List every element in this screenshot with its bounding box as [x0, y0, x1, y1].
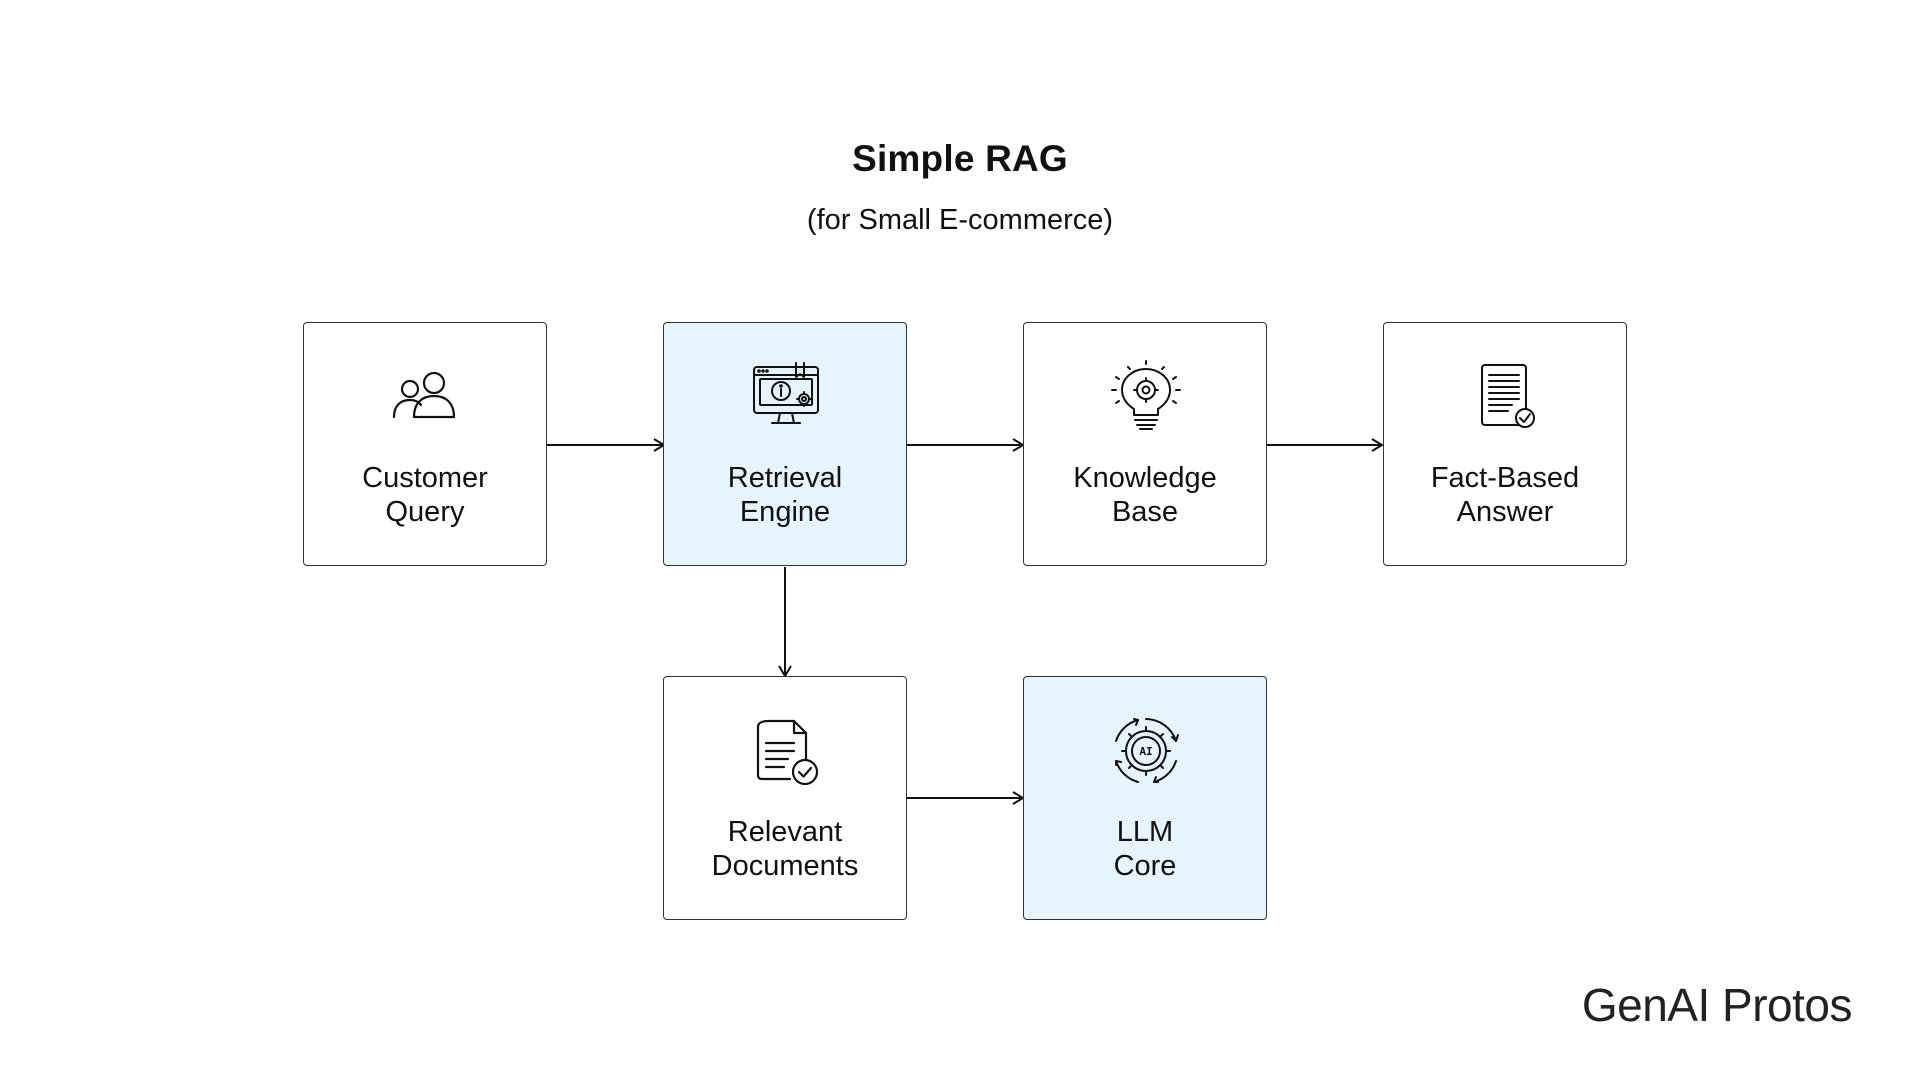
node-label-line: Knowledge: [1073, 462, 1217, 494]
diagram-subtitle: (for Small E-commerce): [806, 204, 1114, 236]
node-label-line: Customer: [362, 462, 488, 494]
node-knowledge-base: Knowledge Base: [1023, 322, 1267, 566]
node-label-line: LLM: [1116, 816, 1174, 848]
brand-logo: GenAI Protos: [1581, 979, 1853, 1031]
node-label: Retrieval Engine: [672, 461, 898, 529]
node-label: Customer Query: [312, 461, 538, 529]
diagram-title: Simple RAG: [852, 138, 1068, 179]
lightbulb-gear-icon: [1108, 359, 1184, 435]
monitor-gear-icon: [748, 359, 824, 435]
node-customer-query: Customer Query: [303, 322, 547, 566]
file-check-icon: [748, 713, 824, 789]
node-label: Relevant Documents: [672, 815, 898, 883]
node-label-line: Documents: [711, 850, 859, 882]
document-check-icon: [1468, 359, 1544, 435]
node-label-line: Engine: [739, 496, 831, 528]
node-label-line: Relevant: [727, 816, 843, 848]
node-label: LLM Core: [1032, 815, 1258, 883]
node-label-line: Answer: [1456, 496, 1554, 528]
node-label-line: Base: [1111, 496, 1179, 528]
node-retrieval-engine: Retrieval Engine: [663, 322, 907, 566]
node-label: Fact-Based Answer: [1392, 461, 1618, 529]
svg-text:AI: AI: [1139, 745, 1152, 758]
node-relevant-documents: Relevant Documents: [663, 676, 907, 920]
node-label: Knowledge Base: [1032, 461, 1258, 529]
node-label-line: Core: [1113, 850, 1177, 882]
node-llm-core: AI LLM Core: [1023, 676, 1267, 920]
node-label-line: Retrieval: [727, 462, 843, 494]
ai-gear-icon: AI: [1108, 713, 1184, 789]
node-fact-based-answer: Fact-Based Answer: [1383, 322, 1627, 566]
node-label-line: Query: [385, 496, 465, 528]
node-label-line: Fact-Based: [1430, 462, 1580, 494]
users-icon: [388, 359, 464, 435]
